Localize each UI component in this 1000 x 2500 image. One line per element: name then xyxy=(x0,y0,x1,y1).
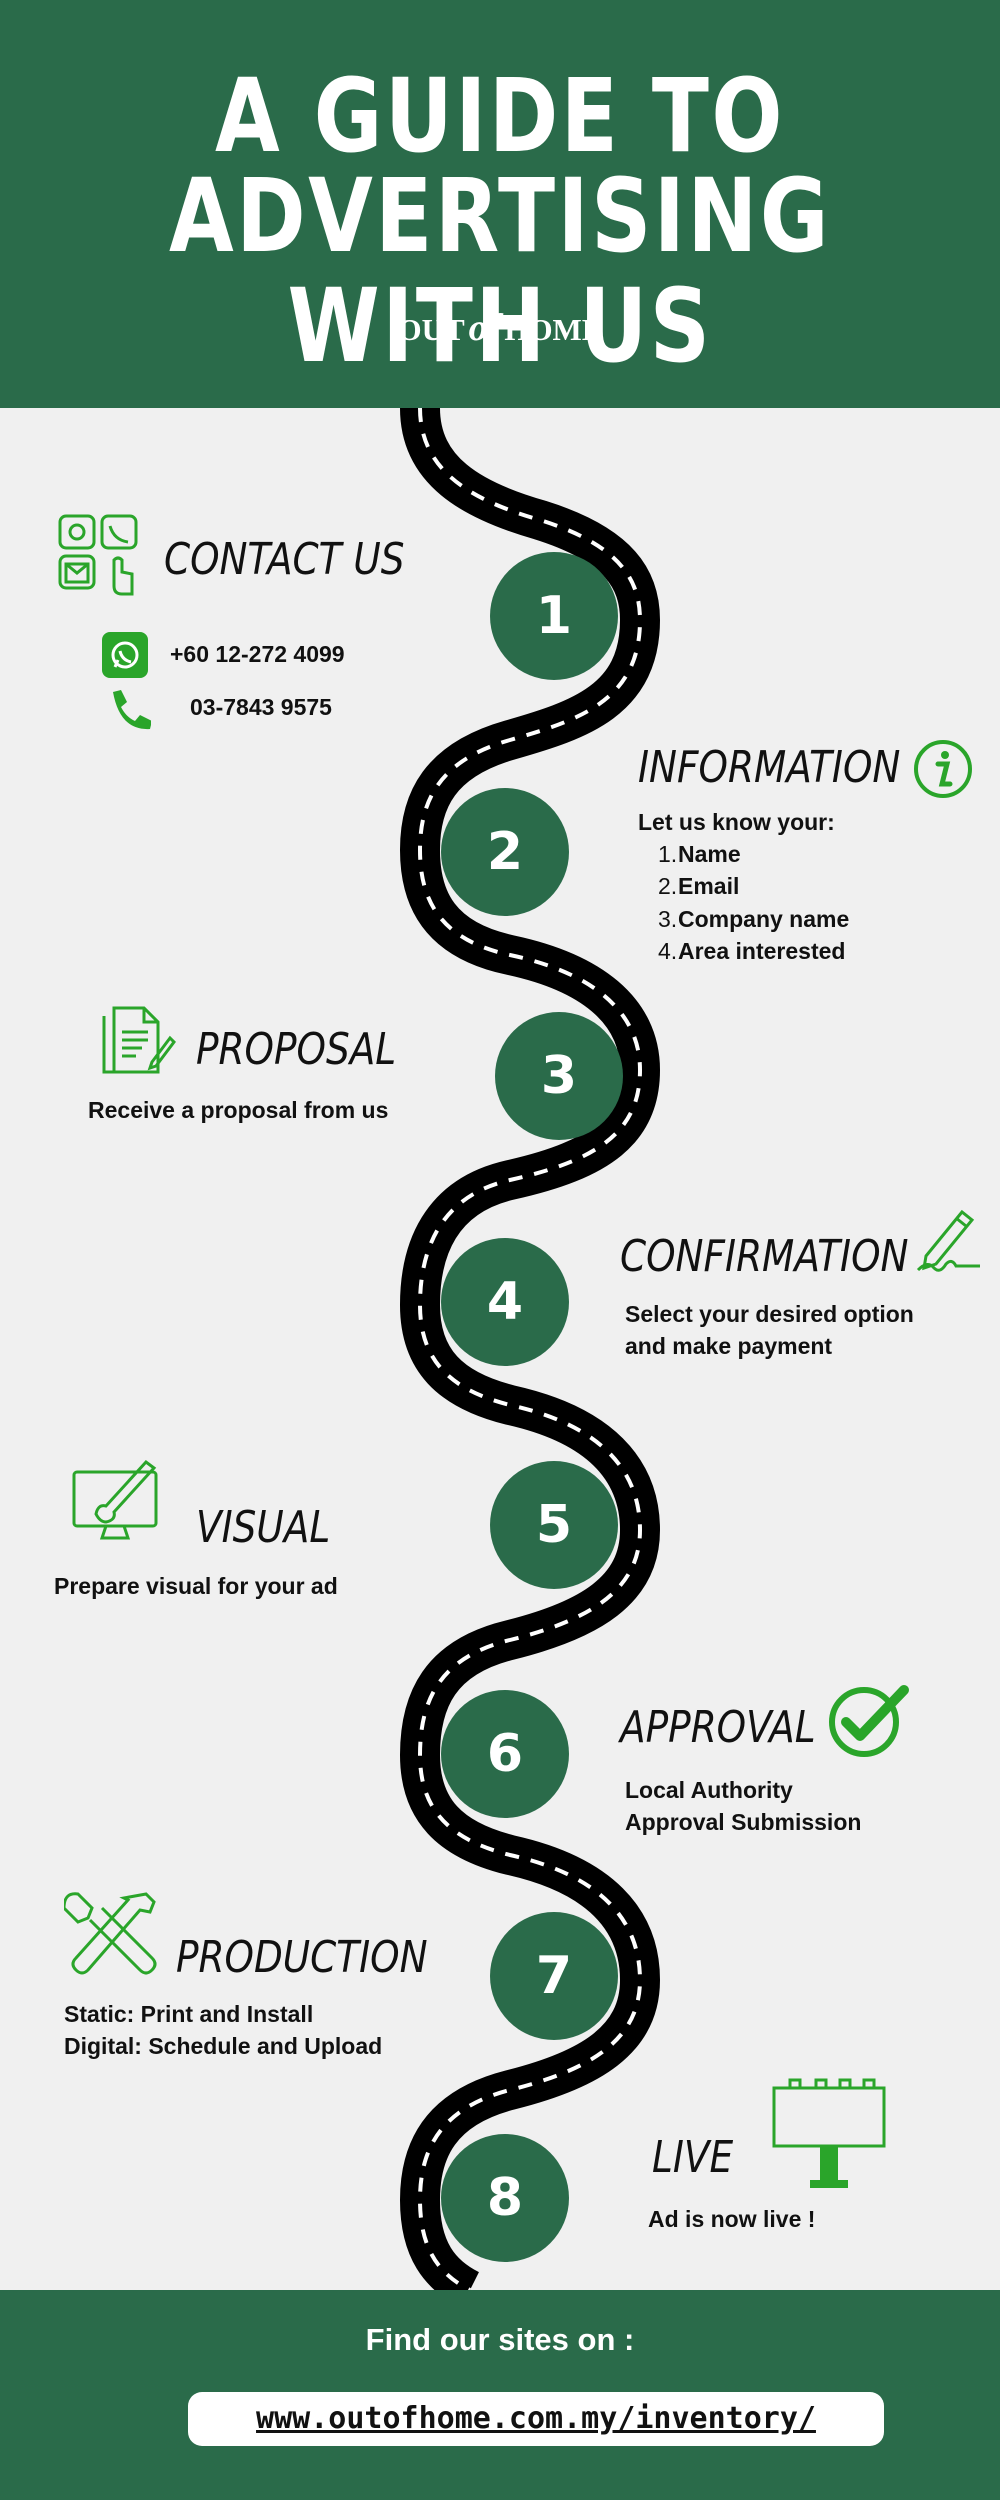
proposal-text: Receive a proposal from us xyxy=(88,1097,389,1123)
step-title-contact-us: CONTACT US xyxy=(164,534,405,585)
step-number-6: 6 xyxy=(441,1690,569,1818)
step-title-confirmation: CONFIRMATION xyxy=(620,1231,909,1282)
confirmation-text-line2: and make payment xyxy=(625,1333,833,1359)
find-sites-heading: Find our sites on : xyxy=(365,2322,635,2357)
information-index-3: 3. xyxy=(658,906,678,932)
step-number-4: 4 xyxy=(441,1238,569,1366)
step-title-approval: APPROVAL xyxy=(620,1702,816,1753)
production-text-line1: Static: Print and Install xyxy=(64,2001,314,2027)
step-number-5: 5 xyxy=(490,1461,618,1589)
brand-logo-out: OUT xyxy=(397,312,465,347)
information-index-4: 4. xyxy=(658,938,678,964)
info-icon xyxy=(914,740,972,798)
information-item-4: Area interested xyxy=(678,938,846,964)
information-index-2: 2. xyxy=(658,873,678,899)
url-box xyxy=(188,2392,884,2446)
step-title-visual: VISUAL xyxy=(196,1502,331,1553)
page-title-line2: ADVERTISING WITH US xyxy=(169,157,831,386)
information-item-2: Email xyxy=(678,873,740,899)
tools-icon xyxy=(64,1892,157,1975)
signature-pen-icon xyxy=(916,1209,980,1272)
phone-icon xyxy=(113,690,151,730)
approval-text-line1: Local Authority xyxy=(625,1777,793,1803)
live-text: Ad is now live ! xyxy=(648,2206,816,2232)
document-icon xyxy=(102,1006,176,1074)
step-title-proposal: PROPOSAL xyxy=(196,1024,397,1075)
contact-icon xyxy=(58,514,138,596)
step-title-information: INFORMATION xyxy=(638,742,901,793)
checkmark-icon xyxy=(829,1685,909,1757)
phone-number: 03-7843 9575 xyxy=(190,694,332,720)
information-item-1: Name xyxy=(678,841,741,867)
winding-road xyxy=(399,406,661,2290)
brand-logo-of: of xyxy=(468,307,501,349)
production-text-line2: Digital: Schedule and Upload xyxy=(64,2033,383,2059)
step-number-1: 1 xyxy=(490,552,618,680)
whatsapp-icon xyxy=(102,632,148,678)
information-intro: Let us know your: xyxy=(638,809,835,835)
design-monitor-icon xyxy=(72,1459,158,1540)
brand-logo-home: HOME xyxy=(504,312,603,347)
header-banner xyxy=(0,0,1000,408)
approval-text-line2: Approval Submission xyxy=(625,1809,862,1835)
step-number-8: 8 xyxy=(441,2134,569,2262)
step-number-3: 3 xyxy=(495,1012,623,1140)
whatsapp-number: +60 12-272 4099 xyxy=(170,641,345,667)
inventory-link[interactable]: www.outofhome.com.my/inventory/ xyxy=(256,2401,816,2436)
information-index-1: 1. xyxy=(658,841,678,867)
information-item-3: Company name xyxy=(678,906,850,932)
road-dashed-line xyxy=(417,407,643,2290)
visual-text: Prepare visual for your ad xyxy=(54,1573,338,1599)
step-number-2: 2 xyxy=(441,788,569,916)
step-number-7: 7 xyxy=(490,1912,618,2040)
page-title-line1: A GUIDE TO xyxy=(215,57,785,176)
step-title-live: LIVE xyxy=(652,2132,734,2183)
step-title-production: PRODUCTION xyxy=(176,1932,428,1983)
billboard-icon xyxy=(772,2078,886,2188)
confirmation-text-line1: Select your desired option xyxy=(625,1301,914,1327)
